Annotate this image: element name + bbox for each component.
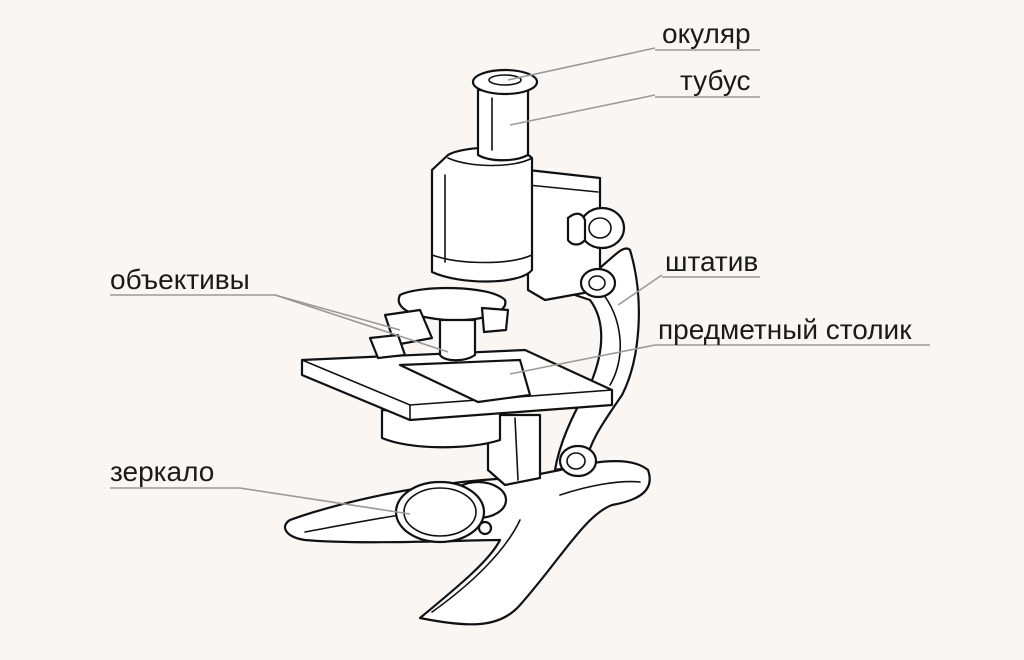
stand-arm	[526, 168, 640, 472]
stand-label: штатив	[665, 246, 759, 277]
fine-focus-knob	[579, 267, 617, 299]
eyepiece	[471, 68, 539, 96]
eyepiece-label: окуляр	[662, 18, 751, 49]
coarse-focus-knob	[566, 206, 626, 250]
mirror-knob	[558, 444, 598, 478]
mirror-label: зеркало	[110, 456, 215, 487]
leader-lines	[110, 47, 930, 515]
mirror	[394, 480, 508, 544]
stage-table	[300, 348, 614, 422]
tube-body	[430, 88, 534, 283]
nosepiece	[368, 286, 510, 362]
objectives-label: объективы	[110, 264, 250, 295]
tube-label: тубус	[680, 65, 751, 96]
stage-label: предметный столик	[658, 314, 912, 345]
